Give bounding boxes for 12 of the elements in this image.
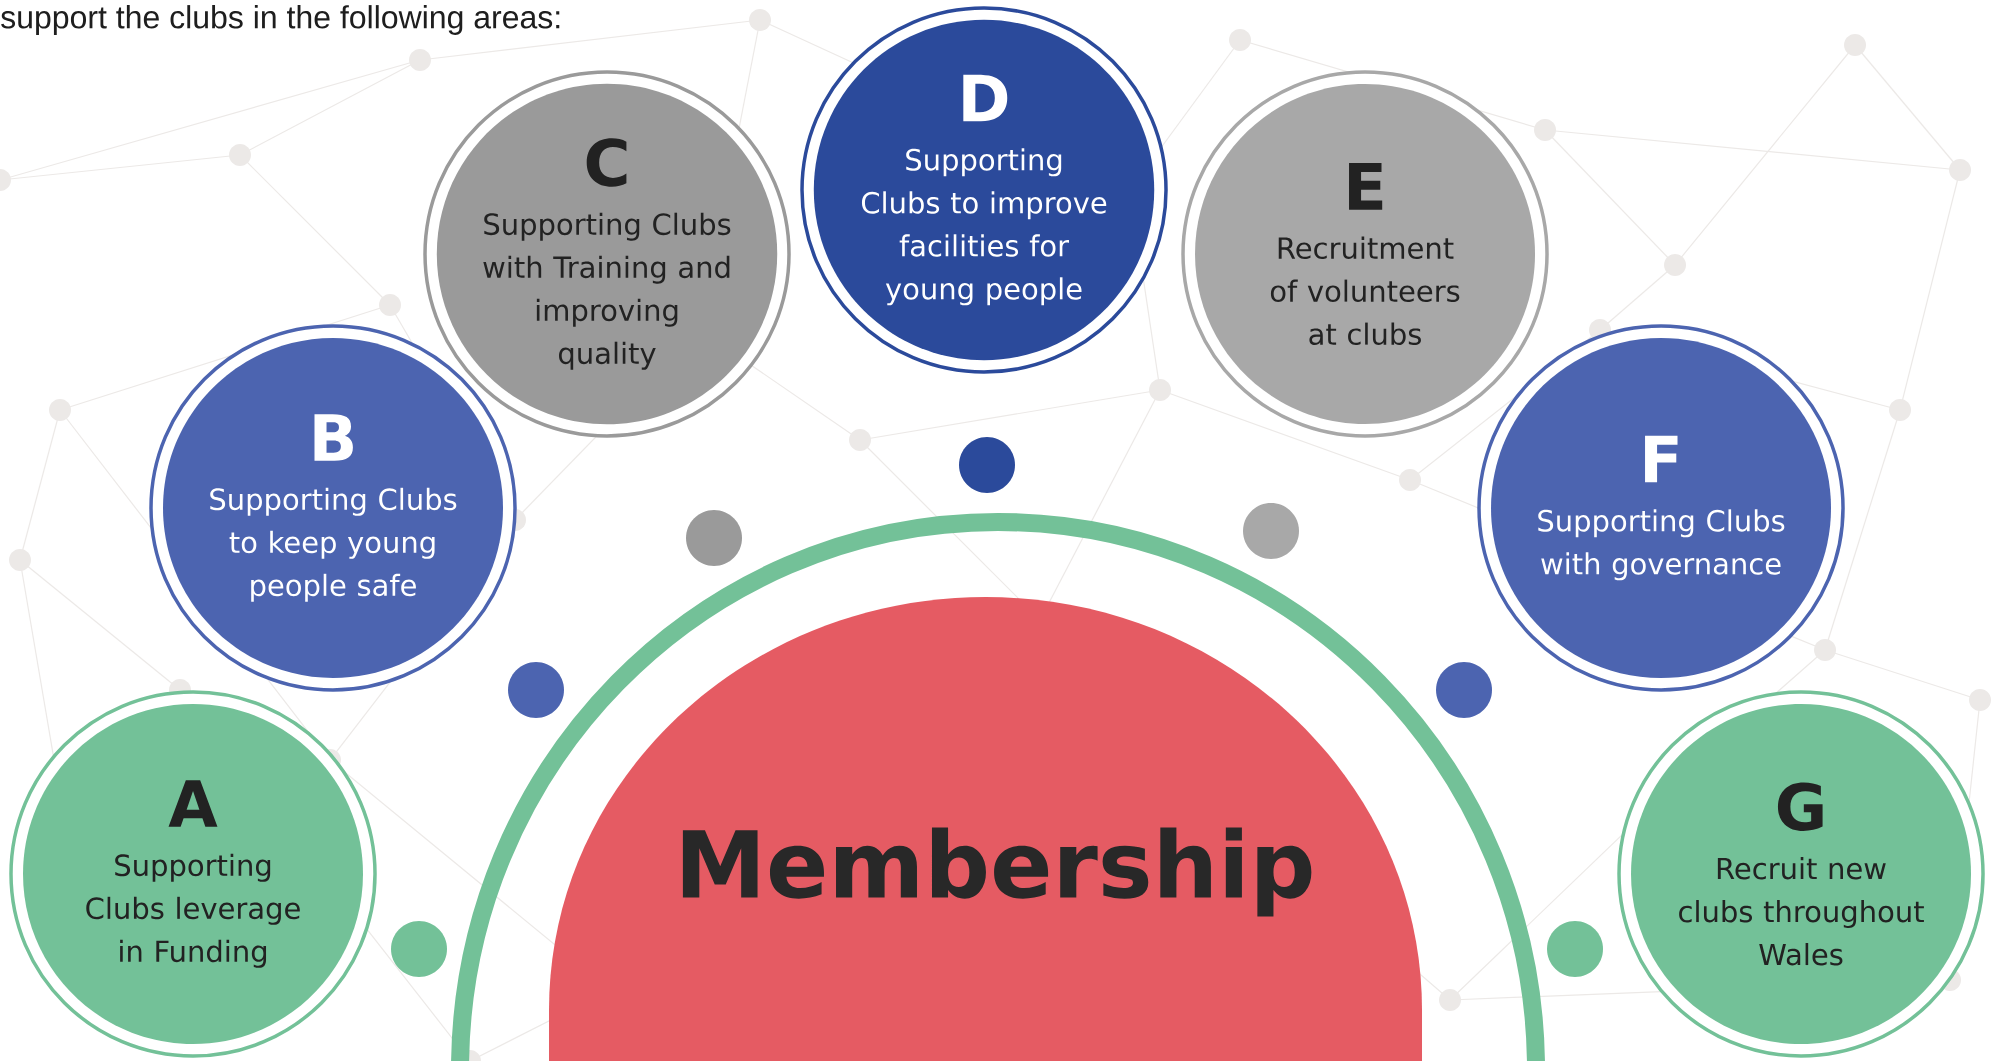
circle-card: F Supporting Clubs with governance xyxy=(1477,324,1845,692)
circle-card: E Recruitment of volunteers at clubs xyxy=(1181,70,1549,438)
node-label: Recruit new clubs throughout Wales xyxy=(1679,857,1924,966)
node-label: A xyxy=(168,780,218,827)
circle-card: D Supporting Clubs to improve facilities for young people xyxy=(800,6,1168,374)
node-label: G xyxy=(1777,782,1823,831)
intro-text: support the clubs in the following areas: xyxy=(1,5,560,35)
circle-card: C Supporting Clubs with Training and improving quality xyxy=(423,70,791,438)
circle-card: B Supporting Clubs to keep young people safe xyxy=(149,324,517,692)
circle-card: A Supporting Clubs leverage in Funding xyxy=(9,690,377,1058)
node-label: Supporting Clubs leverage in Funding xyxy=(86,853,300,968)
circle-card: G Recruit new clubs throughout Wales xyxy=(1617,690,1985,1058)
